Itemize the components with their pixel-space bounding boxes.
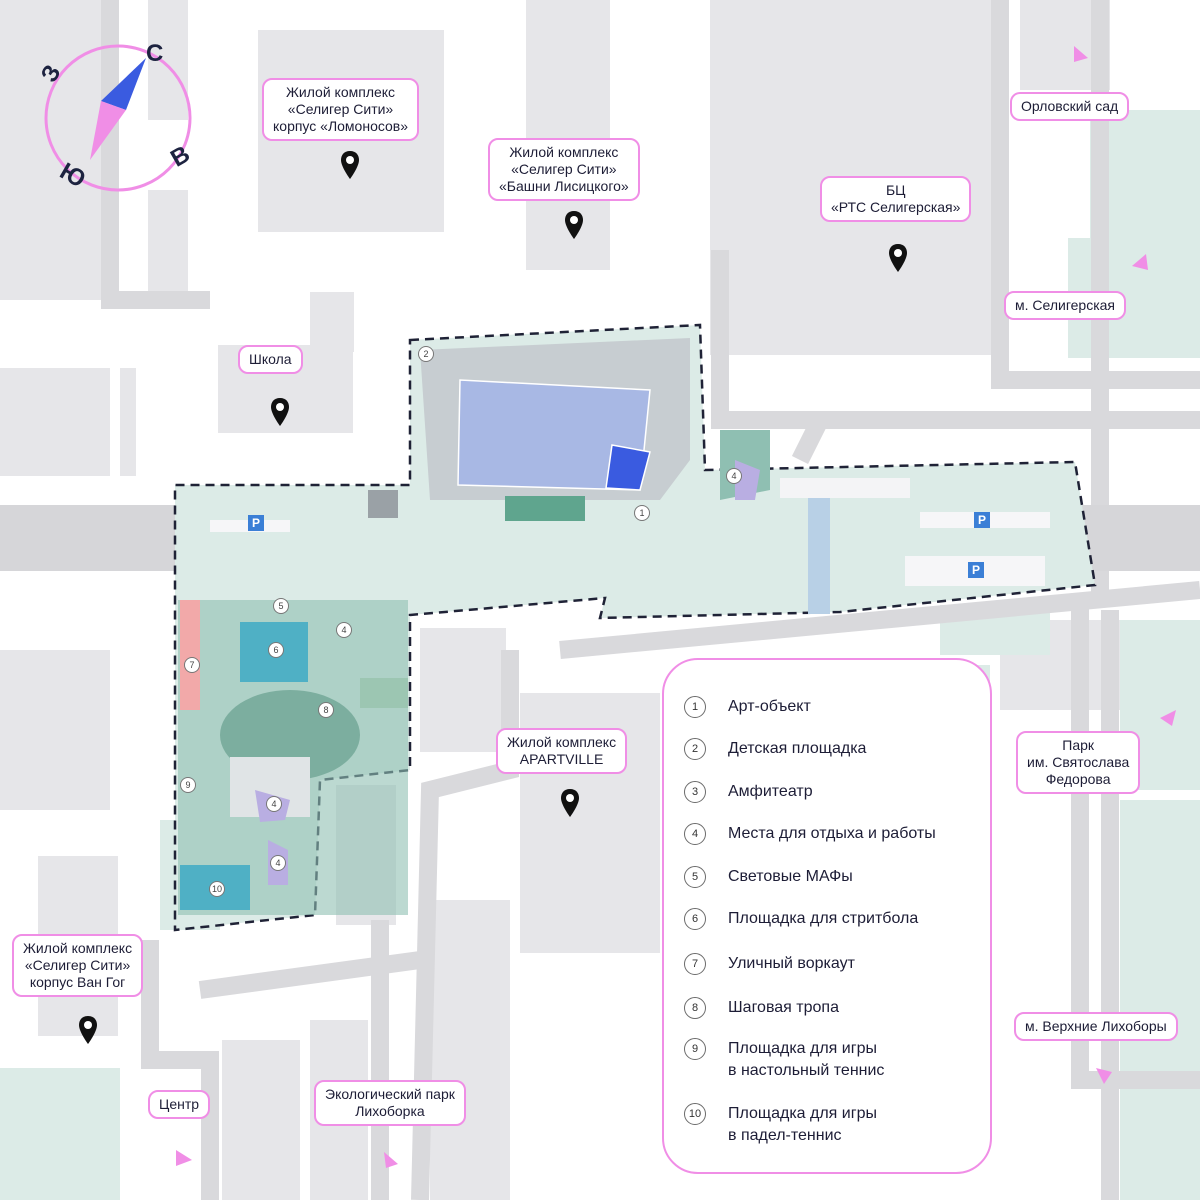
direction-arrow-icon (1132, 254, 1148, 270)
legend-number: 8 (684, 997, 706, 1019)
location-pin-icon (561, 789, 579, 817)
direction-label: Центр (148, 1090, 211, 1119)
location-pin-icon (889, 244, 907, 272)
building-label: Жилой комплекс«Селигер Сити»«Башни Лисиц… (488, 138, 640, 201)
legend-number: 9 (684, 1038, 706, 1060)
marker-4: 4 (270, 855, 286, 871)
legend-item: 4 Места для отдыха и работы (684, 823, 936, 845)
marker-5: 5 (273, 598, 289, 614)
marker-9: 9 (180, 777, 196, 793)
legend-number: 3 (684, 781, 706, 803)
building-label: БЦ«РТС Селигерская» (820, 176, 972, 222)
location-pin-icon (79, 1016, 97, 1044)
direction-label: м. Верхние Лихоборы (1014, 1012, 1178, 1041)
direction-arrow-icon (176, 1150, 192, 1166)
building-label: Жилой комплекс«Селигер Сити»корпус «Ломо… (262, 78, 420, 141)
legend-number: 1 (684, 696, 706, 718)
legend-item: 3 Амфитеатр (684, 781, 813, 803)
marker-7: 7 (184, 657, 200, 673)
legend-label: Площадка для стритбола (728, 910, 919, 927)
direction-arrow-icon (1074, 46, 1088, 62)
compass-icon (44, 44, 192, 192)
legend-label: Места для отдыха и работы (728, 825, 936, 842)
legend-number: 4 (684, 823, 706, 845)
legend-number: 2 (684, 738, 706, 760)
marker-4: 4 (336, 622, 352, 638)
legend-item: 7 Уличный воркаут (684, 953, 855, 975)
marker-8: 8 (318, 702, 334, 718)
legend-label: Световые МАФы (728, 868, 853, 885)
legend-item: 6 Площадка для стритбола (684, 908, 918, 930)
direction-arrow-icon (1096, 1068, 1112, 1084)
legend-number: 7 (684, 953, 706, 975)
legend-item: 1 Арт-объект (684, 696, 811, 718)
legend-label: Детская площадка (728, 740, 867, 757)
legend-label: Амфитеатр (728, 783, 813, 800)
marker-6: 6 (268, 642, 284, 658)
location-pin-icon (565, 211, 583, 239)
legend-item: 5 Световые МАФы (684, 866, 853, 888)
parking-icon: P (974, 512, 990, 528)
legend-number: 6 (684, 908, 706, 930)
legend-panel: 1 Арт-объект 2 Детская площадка 3 Амфите… (662, 658, 992, 1174)
direction-label: Орловский сад (1010, 92, 1130, 121)
location-pin-icon (271, 398, 289, 426)
parking-icon: P (248, 515, 264, 531)
direction-arrow-icon (1160, 710, 1176, 726)
legend-item: 8 Шаговая тропа (684, 997, 839, 1019)
direction-label: м. Селигерская (1004, 291, 1126, 320)
legend-label: Уличный воркаут (728, 955, 855, 972)
marker-1: 1 (634, 505, 650, 521)
building-label: Жилой комплекс«Селигер Сити»корпус Ван Г… (12, 934, 144, 997)
legend-label: Шаговая тропа (728, 999, 839, 1016)
marker-2: 2 (418, 346, 434, 362)
legend-label: Арт-объект (728, 698, 811, 715)
legend-number: 10 (684, 1103, 706, 1125)
direction-arrow-icon (384, 1152, 398, 1168)
site-building (457, 379, 651, 491)
legend-item: 2 Детская площадка (684, 738, 866, 760)
marker-4: 4 (266, 796, 282, 812)
parking-icon: P (968, 562, 984, 578)
marker-10: 10 (209, 881, 225, 897)
compass-north: С (146, 40, 164, 67)
marker-4: 4 (726, 468, 742, 484)
location-pin-icon (341, 151, 359, 179)
greenery (0, 110, 1200, 1200)
legend-number: 5 (684, 866, 706, 888)
building-label: Школа (238, 345, 303, 374)
